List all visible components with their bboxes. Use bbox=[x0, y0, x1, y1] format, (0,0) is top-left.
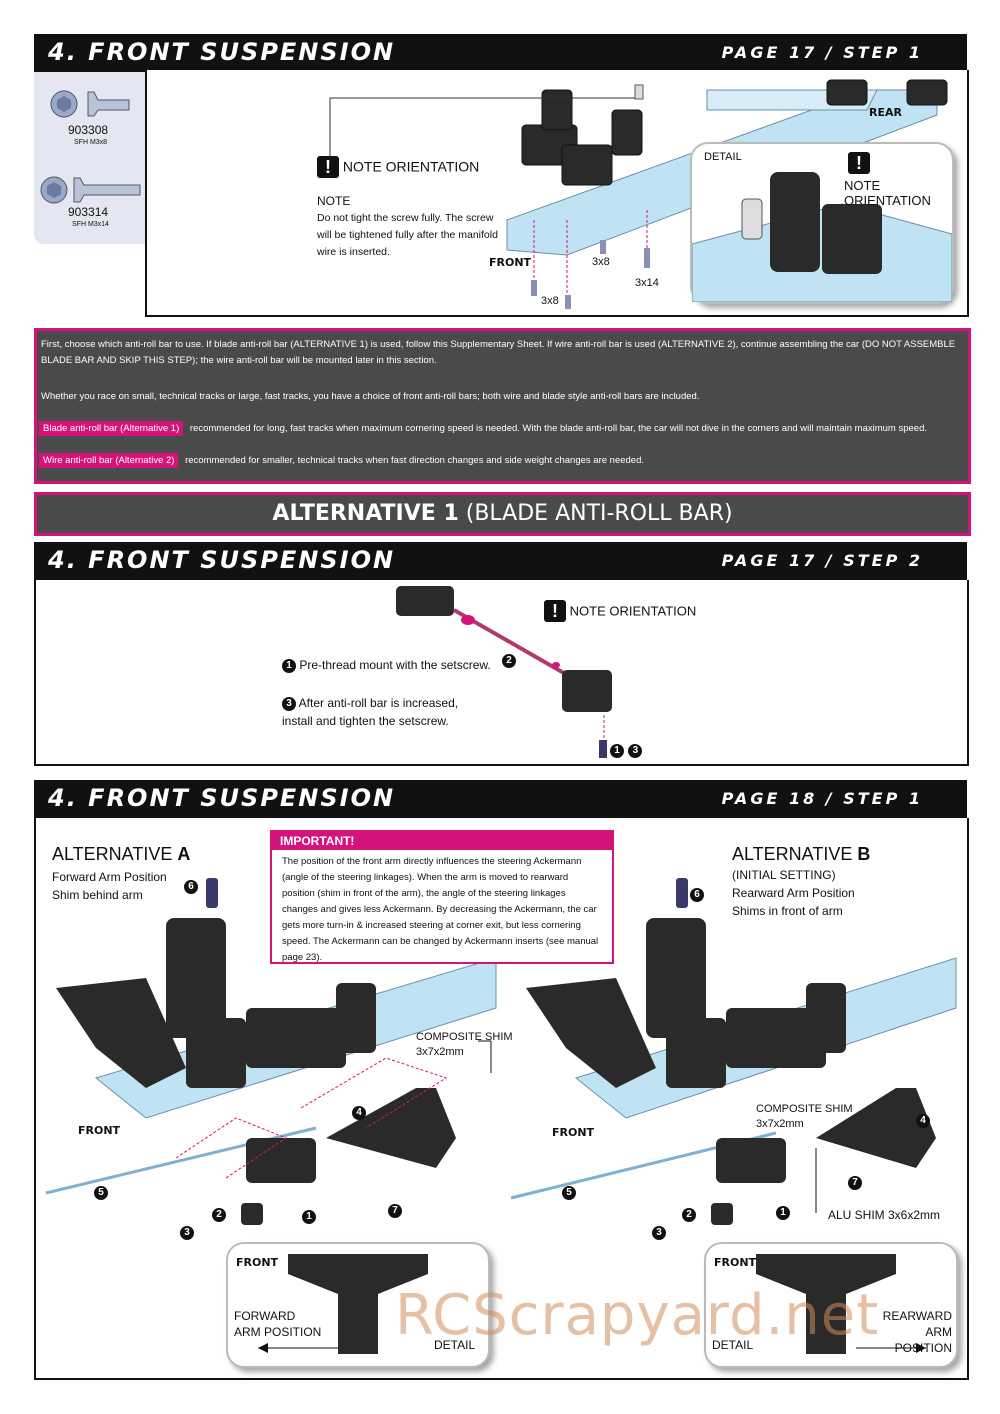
callout-a2: 2 bbox=[212, 1206, 226, 1224]
screw-arrows bbox=[533, 210, 648, 295]
callout-a1: 1 bbox=[302, 1208, 316, 1226]
section3-title: 4. FRONT SUSPENSION bbox=[48, 784, 396, 812]
info-para2: Whether you race on small, technical tra… bbox=[41, 391, 700, 402]
screw-label-3x14: 3x14 bbox=[635, 277, 659, 289]
note-text: Do not tight the screw fully. The screw … bbox=[317, 212, 498, 258]
callout-b3: 3 bbox=[652, 1224, 666, 1242]
option2-text: recommended for smaller, technical track… bbox=[185, 455, 645, 466]
alt-bar-bold: ALTERNATIVE 1 bbox=[272, 501, 459, 526]
detail-box-b: FRONT DETAIL REARWARD ARM POSITION bbox=[704, 1242, 958, 1368]
callout-b1: 1 bbox=[776, 1204, 790, 1222]
part-desc-903308: SFH M3x8 bbox=[74, 139, 108, 146]
detail-box-1: DETAIL ! NOTE ORIENTATION bbox=[690, 142, 954, 304]
front-label-b: FRONT bbox=[552, 1126, 595, 1139]
rearward-arm-label: REARWARD ARM POSITION bbox=[882, 1309, 952, 1355]
callout-a3: 3 bbox=[180, 1224, 194, 1242]
bulkhead-part bbox=[521, 79, 948, 186]
info-para1: First, choose which anti-roll bar to use… bbox=[41, 339, 956, 366]
detail-a-front: FRONT bbox=[236, 1256, 279, 1269]
part-code-903314: 903314 bbox=[68, 205, 109, 219]
screw-label-3x8b: 3x8 bbox=[541, 295, 559, 307]
info-option1: Blade anti-roll bar (Alternative 1) reco… bbox=[39, 421, 964, 437]
detail-b-front: FRONT bbox=[714, 1256, 757, 1269]
callout-b6: 6 bbox=[690, 886, 704, 904]
section2-body: ! NOTE ORIENTATION 2 1 Pre-thread mount … bbox=[34, 580, 969, 766]
section3-illustration bbox=[45, 878, 957, 1225]
section2-header: 4. FRONT SUSPENSION PAGE 17 / STEP 2 bbox=[34, 542, 967, 580]
callout-a4: 4 bbox=[352, 1104, 366, 1122]
important-box: IMPORTANT! The position of the front arm… bbox=[270, 830, 614, 964]
note-title: NOTE bbox=[317, 194, 351, 208]
screw-label-3x8a: 3x8 bbox=[592, 256, 610, 268]
rear-label: REAR bbox=[869, 106, 902, 119]
step-1-text: 1 Pre-thread mount with the setscrew. bbox=[282, 658, 491, 673]
note-orientation-1: ! NOTE ORIENTATION bbox=[317, 156, 479, 178]
warning-icon: ! bbox=[317, 156, 339, 178]
forward-arm-label: FORWARD ARM POSITION bbox=[234, 1309, 322, 1339]
part-code-903308: 903308 bbox=[68, 123, 109, 137]
section2-title: 4. FRONT SUSPENSION bbox=[48, 546, 396, 574]
callout-b7: 7 bbox=[848, 1174, 862, 1192]
detail-note: NOTE ORIENTATION bbox=[844, 178, 931, 208]
alu-shim-label: ALU SHIM 3x6x2mm bbox=[828, 1208, 941, 1222]
alt-b-heading: ALTERNATIVE B bbox=[732, 844, 871, 864]
front-label-1: FRONT bbox=[489, 256, 532, 269]
option1-label: Blade anti-roll bar (Alternative 1) bbox=[39, 421, 184, 436]
section3-header: 4. FRONT SUSPENSION PAGE 18 / STEP 1 bbox=[34, 780, 967, 818]
callout-a5: 5 bbox=[94, 1184, 108, 1202]
parts-panel: 903308 SFH M3x8 903314 SFH M3x14 bbox=[34, 72, 146, 244]
anti-roll-info: First, choose which anti-roll bar to use… bbox=[34, 328, 971, 484]
screw-903308-icon bbox=[50, 90, 130, 118]
important-text: The position of the front arm directly i… bbox=[282, 856, 599, 963]
screw-icons bbox=[40, 90, 141, 204]
screw-903314-icon bbox=[40, 176, 141, 204]
detail-box-a: FRONT FORWARD ARM POSITION DETAIL bbox=[226, 1242, 490, 1368]
section1-header: 4. FRONT SUSPENSION PAGE 17 / STEP 1 bbox=[34, 34, 967, 72]
callout-a7: 7 bbox=[388, 1202, 402, 1220]
watermark: RCScrapyard.net bbox=[395, 1283, 880, 1348]
detail-label-1: DETAIL bbox=[704, 151, 742, 163]
section1-title: 4. FRONT SUSPENSION bbox=[48, 38, 396, 66]
callout-1-3: 1 3 bbox=[610, 742, 643, 760]
section1-body: ! NOTE ORIENTATION NOTE Do not tight the… bbox=[145, 70, 969, 317]
section3-page: PAGE 18 / STEP 1 bbox=[721, 789, 923, 808]
callout-b2: 2 bbox=[682, 1206, 696, 1224]
callout-2: 2 bbox=[502, 652, 516, 670]
option1-text: recommended for long, fast tracks when m… bbox=[189, 423, 928, 434]
front-label-a: FRONT bbox=[78, 1124, 121, 1137]
part-desc-903314: SFH M3x14 bbox=[72, 221, 109, 228]
step-3-text: 3 After anti-roll bar is increased, inst… bbox=[282, 696, 459, 728]
callout-a6: 6 bbox=[184, 878, 198, 896]
detail-a-label: DETAIL bbox=[434, 1338, 476, 1352]
warning-icon-2: ! bbox=[544, 600, 566, 622]
callout-b4: 4 bbox=[916, 1112, 930, 1130]
detail-warning-icon: ! bbox=[848, 152, 870, 174]
important-title: IMPORTANT! bbox=[272, 832, 612, 850]
alternative-1-bar: ALTERNATIVE 1 (BLADE ANTI-ROLL BAR) bbox=[34, 492, 971, 536]
alt-bar-rest: (BLADE ANTI-ROLL BAR) bbox=[458, 501, 733, 526]
alt-a-heading: ALTERNATIVE A bbox=[52, 844, 191, 864]
info-option2: Wire anti-roll bar (Alternative 2) recom… bbox=[39, 453, 964, 469]
section2-illustration bbox=[396, 586, 612, 758]
callout-b5: 5 bbox=[562, 1184, 576, 1202]
section1-page: PAGE 17 / STEP 1 bbox=[721, 43, 923, 62]
detail-b-label: DETAIL bbox=[712, 1338, 754, 1352]
note-orientation-2: ! NOTE ORIENTATION bbox=[544, 600, 696, 622]
section2-page: PAGE 17 / STEP 2 bbox=[721, 551, 923, 570]
option2-label: Wire anti-roll bar (Alternative 2) bbox=[39, 453, 179, 468]
